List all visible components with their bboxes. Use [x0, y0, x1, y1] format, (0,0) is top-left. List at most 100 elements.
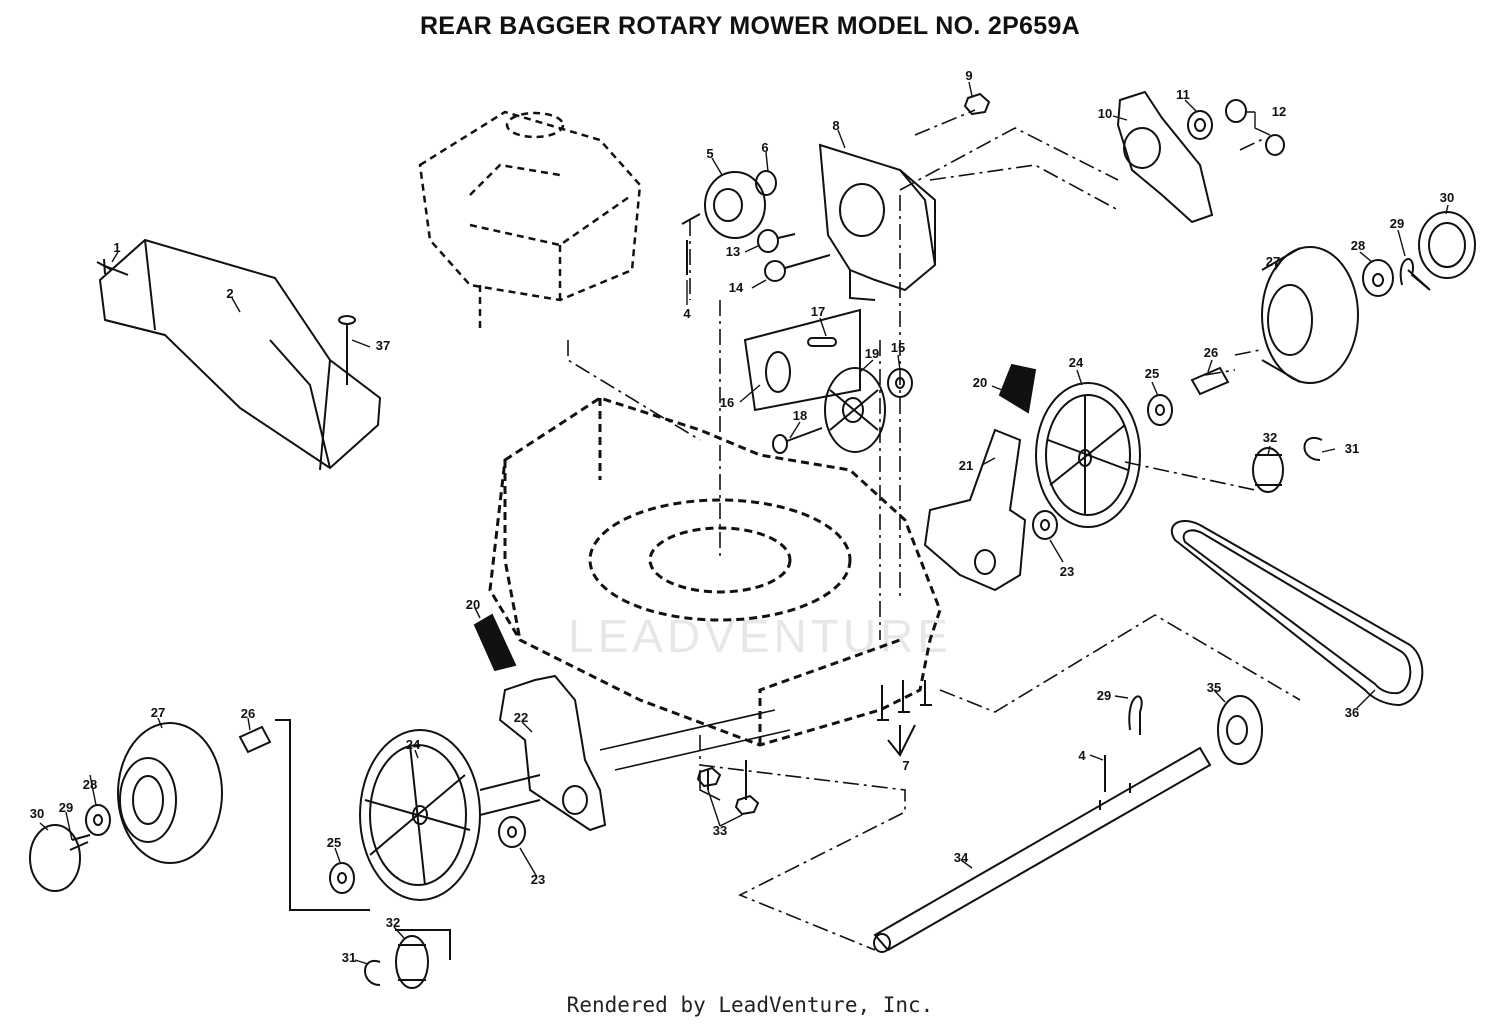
callout-2: 2 [226, 286, 233, 301]
callout-29-shaft: 29 [1097, 688, 1111, 703]
slotted-plate [743, 308, 861, 412]
mower-deck [488, 396, 942, 747]
washer-28-lower [85, 804, 111, 836]
callout-26-lower: 26 [241, 706, 255, 721]
callout-34: 34 [954, 850, 969, 865]
leader-lines [567, 109, 1301, 951]
callout-26-upper: 26 [1204, 345, 1218, 360]
washer-11 [1187, 110, 1213, 140]
engine-outline [418, 110, 642, 330]
callout-5: 5 [706, 146, 713, 161]
drive-bracket [818, 143, 937, 301]
hairpin-29-lower [69, 834, 91, 851]
diagram-title: REAR BAGGER ROTARY MOWER MODEL NO. 2P659… [419, 12, 1081, 40]
engine-pulley [681, 171, 766, 275]
callout-13: 13 [726, 244, 740, 259]
screw-1 [96, 258, 129, 276]
callout-12: 12 [1272, 104, 1286, 119]
idler-pulley-19 [824, 367, 886, 453]
hairpin-29-shaft [1128, 695, 1143, 735]
bolt-14 [764, 254, 831, 282]
callout-16: 16 [720, 395, 734, 410]
callout-23-lower: 23 [531, 872, 545, 887]
height-adjuster-right [923, 428, 1027, 592]
callout-27-lower: 27 [151, 705, 165, 720]
hairpin-29-upper [1399, 258, 1431, 291]
callout-30-lower: 30 [30, 806, 44, 821]
bushing-26-upper [1190, 366, 1230, 396]
callout-14: 14 [729, 280, 744, 295]
callout-33: 33 [713, 823, 727, 838]
bolt-13 [757, 229, 796, 253]
callout-22: 22 [514, 710, 528, 725]
hubcap-30-upper [1418, 211, 1476, 279]
callout-29-upper: 29 [1390, 216, 1404, 231]
callout-25-upper: 25 [1145, 366, 1159, 381]
callout-35: 35 [1207, 680, 1221, 695]
clip-6 [755, 170, 777, 196]
callout-36: 36 [1345, 705, 1359, 720]
e-clip-31-upper [1303, 437, 1323, 461]
height-adjuster-left [479, 674, 607, 832]
callout-1: 1 [113, 240, 120, 255]
wheel-tire-lower [117, 722, 223, 864]
callout-24-lower: 24 [406, 737, 421, 752]
callout-10: 10 [1098, 106, 1112, 121]
e-clip-31-lower [364, 959, 381, 986]
cap-20-upper [998, 363, 1037, 414]
watermark: LEADVENTURE [568, 610, 952, 662]
wheel-tire-upper [1261, 246, 1359, 384]
callout-30-upper: 30 [1440, 190, 1454, 205]
callout-6: 6 [761, 140, 768, 155]
washer-23-upper [1032, 510, 1058, 540]
callout-4-lower: 4 [1078, 748, 1086, 763]
callout-20-lower: 20 [466, 597, 480, 612]
callout-23-upper: 23 [1060, 564, 1074, 579]
callout-28-upper: 28 [1351, 238, 1365, 253]
callout-7: 7 [902, 758, 909, 773]
gear-wheel-lower [359, 729, 481, 901]
callout-32-upper: 32 [1263, 430, 1277, 445]
washer-23-lower [498, 816, 526, 848]
axle-pulley-35 [1217, 695, 1263, 765]
callout-24-upper: 24 [1069, 355, 1084, 370]
callout-32-lower: 32 [386, 915, 400, 930]
drive-belt [1170, 520, 1424, 707]
callout-17: 17 [811, 304, 825, 319]
footer-credit: Rendered by LeadVenture, Inc. [566, 993, 934, 1017]
callout-8: 8 [832, 118, 839, 133]
callout-37: 37 [376, 338, 390, 353]
bushing-26-lower [238, 719, 370, 911]
callout-19: 19 [865, 346, 879, 361]
callout-15: 15 [891, 340, 905, 355]
rear-shaft-bars [599, 709, 791, 801]
pinion-32-lower [395, 929, 451, 989]
nut-9 [963, 92, 991, 116]
callout-31-lower: 31 [342, 950, 356, 965]
washer-25-lower [329, 862, 355, 894]
cap-20-lower [473, 613, 517, 672]
nuts-33 [696, 760, 760, 816]
hubcap-30-lower [29, 824, 81, 892]
bolts-7 [877, 680, 932, 757]
rear-axle-34 [873, 746, 1212, 953]
callout-21: 21 [959, 458, 973, 473]
bracket-10 [1116, 90, 1214, 224]
callout-11: 11 [1176, 87, 1190, 102]
callout-29-lower: 29 [59, 800, 73, 815]
washer-25-upper [1147, 394, 1173, 426]
callout-20-upper: 20 [973, 375, 987, 390]
callout-9: 9 [965, 68, 972, 83]
callout-31-upper: 31 [1345, 441, 1359, 456]
callout-labels: 1 2 37 5 6 4 13 14 8 9 10 11 12 30 29 28… [30, 68, 1454, 965]
rear-cover [98, 238, 382, 471]
washer-28-upper [1362, 259, 1394, 297]
bolt-18 [772, 427, 823, 454]
callout-27-upper: 27 [1266, 254, 1280, 269]
screw-37 [338, 315, 356, 385]
gear-wheel-upper [1035, 382, 1141, 528]
callout-18: 18 [793, 408, 807, 423]
callout-leaders [39, 81, 1449, 965]
nut-12 [1225, 99, 1285, 156]
